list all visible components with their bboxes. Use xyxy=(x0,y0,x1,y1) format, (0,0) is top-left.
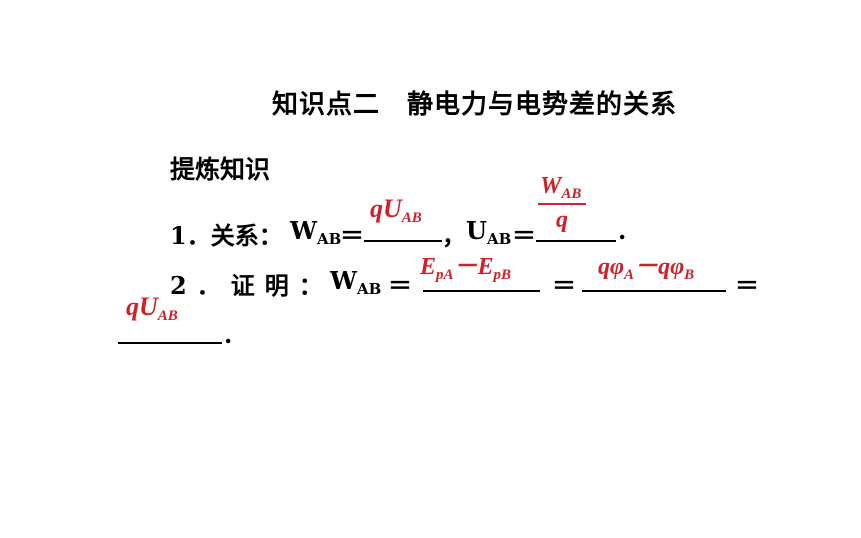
line2-blank-1 xyxy=(423,290,540,292)
line1-w-term: WAB xyxy=(290,216,342,248)
answer-quab-2: qUAB xyxy=(126,292,178,324)
answer-fraction-bar xyxy=(538,203,586,205)
line2-blank-3 xyxy=(118,342,222,344)
line1-equals-1: ＝ xyxy=(340,221,364,250)
line1-comma: ， xyxy=(442,221,466,250)
line2-period: . xyxy=(224,320,233,349)
answer-potential-difference: qφA－qφB xyxy=(598,254,695,283)
heading-extract-knowledge: 提炼知识 xyxy=(170,155,271,184)
line2-blank-2 xyxy=(582,290,726,292)
line1-u-term: UAB xyxy=(466,216,512,248)
line1-blank-2 xyxy=(536,240,616,242)
answer-fraction-numerator: WAB xyxy=(540,173,582,202)
line1-prefix: 1．关系： xyxy=(170,221,283,250)
line2-equals-1: ＝ xyxy=(388,271,412,300)
line1-blank-1 xyxy=(364,240,442,242)
line2-equals-2: ＝ xyxy=(552,271,576,300)
answer-fraction-denominator: q xyxy=(556,207,568,233)
line1-equals-2: ＝ xyxy=(512,221,536,250)
answer-quab-1: qUAB xyxy=(370,194,422,226)
line2-equals-3: ＝ xyxy=(735,271,759,300)
line2-w-term: WAB xyxy=(330,266,382,298)
answer-energy-difference: EpA－EpB xyxy=(420,254,512,283)
line1-period: . xyxy=(618,216,627,245)
line2-prefix: 2．证明： xyxy=(170,271,333,300)
section-title: 知识点二 静电力与电势差的关系 xyxy=(272,90,678,120)
